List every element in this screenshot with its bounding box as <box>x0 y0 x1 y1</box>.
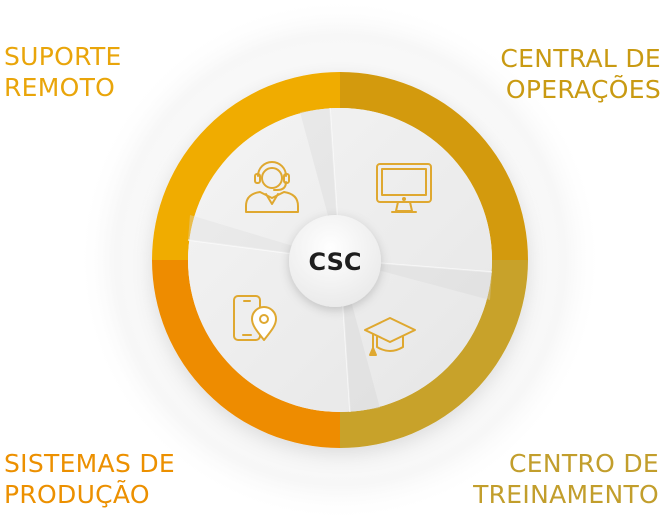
label-suporte-remoto: SUPORTE REMOTO <box>4 41 122 103</box>
label-line: SISTEMAS DE <box>4 449 176 478</box>
label-line: SUPORTE <box>4 42 122 71</box>
ring-segment-centro-treinamento <box>340 260 528 448</box>
label-line: REMOTO <box>4 73 116 102</box>
label-central-operacoes: CENTRAL DE OPERAÇÕES <box>500 43 661 105</box>
ring-segment-suporte-remoto <box>152 72 340 260</box>
label-line: PRODUÇÃO <box>4 480 150 509</box>
center-label: CSC <box>309 248 362 276</box>
center-hub <box>289 215 381 307</box>
phone-location-icon <box>233 295 277 341</box>
label-sistemas-producao: SISTEMAS DE PRODUÇÃO <box>4 448 175 510</box>
label-line: CENTRAL DE <box>500 44 661 73</box>
segment-ring <box>152 72 528 448</box>
ring-segment-sistemas-producao <box>152 260 340 448</box>
monitor-icon <box>376 163 432 213</box>
label-line: CENTRO DE <box>509 449 659 478</box>
graduation-cap-icon <box>364 317 416 356</box>
headset-agent-icon <box>245 161 299 213</box>
label-line: TREINAMENTO <box>473 480 659 509</box>
ring-segment-central-operacoes <box>340 72 528 260</box>
label-centro-treinamento: CENTRO DE TREINAMENTO <box>473 448 659 510</box>
label-line: OPERAÇÕES <box>505 75 661 104</box>
